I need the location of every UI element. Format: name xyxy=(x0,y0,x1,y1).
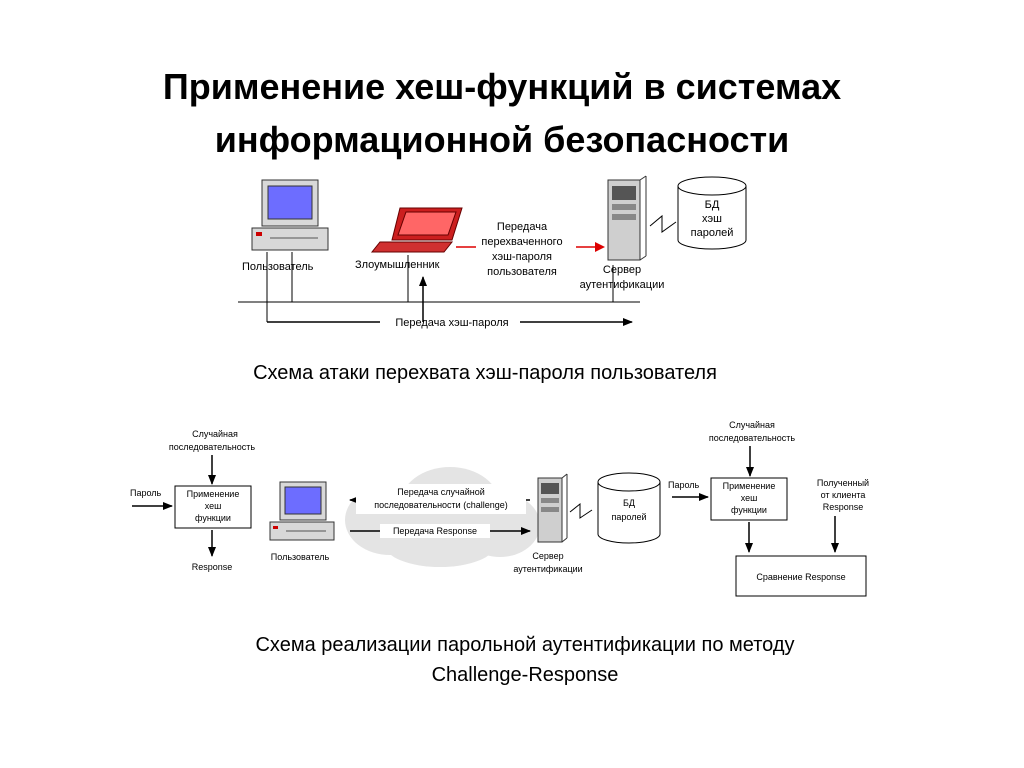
random-seq-left-line1: Случайная xyxy=(192,429,238,439)
slide-title-line1: Применение хеш-функций в системах xyxy=(162,66,842,107)
network-cloud-icon xyxy=(345,467,540,567)
diagram-hash-interception: Передача хэш-пароля Пользователь Злоумыш… xyxy=(238,175,747,329)
user-computer-small-icon xyxy=(269,481,335,541)
compare-response-box xyxy=(735,555,867,597)
db-hash-cylinder-icon xyxy=(677,176,747,250)
random-seq-right-line2: последовательность xyxy=(709,433,795,443)
diagram2-caption-line2: Challenge-Response xyxy=(431,664,619,686)
server-small-label-line1: Сервер xyxy=(532,551,563,561)
user-computer-icon xyxy=(251,179,329,251)
compare-response-label: Сравнение Response xyxy=(756,572,845,582)
received-response-line2: от клиента xyxy=(821,490,866,500)
attacker-laptop-icon xyxy=(370,207,463,253)
intercepted-transfer-line4: пользователя xyxy=(487,266,557,278)
attacker-label: Злоумышленник xyxy=(355,259,440,271)
password-left-label: Пароль xyxy=(130,488,162,498)
db-small-label-line1: БД xyxy=(623,498,635,508)
challenge-transfer-line2: последовательности (challenge) xyxy=(374,500,508,510)
intercepted-transfer-line1: Передача xyxy=(497,221,548,233)
db-small-label-line2: паролей xyxy=(612,512,647,522)
diagram-challenge-response: Случайная последовательность Пароль Прим… xyxy=(130,420,869,597)
db-label-line2: хэш xyxy=(702,213,722,225)
diagram1-caption: Схема атаки перехвата хэш-пароля пользов… xyxy=(253,362,717,384)
hash-function-box-right xyxy=(710,477,788,521)
server-label-line2: аутентификации xyxy=(580,279,665,291)
diagram2-caption: Схема реализации парольной аутентификаци… xyxy=(150,630,900,690)
server-db-link xyxy=(649,214,677,233)
response-transfer-label: Передача Response xyxy=(393,526,477,536)
response-left-label: Response xyxy=(192,562,233,572)
auth-server-icon xyxy=(607,175,647,261)
hash-box-right-line3: функции xyxy=(731,505,767,515)
random-seq-left-line2: последовательность xyxy=(169,442,255,452)
auth-server-small-icon xyxy=(537,473,568,543)
intercepted-transfer-line3: хэш-пароля xyxy=(492,251,552,263)
db-passwords-cylinder-icon xyxy=(597,472,661,544)
server-label-line1: Сервер xyxy=(603,264,641,276)
slide-title-line2: информационной безопасности xyxy=(214,119,790,160)
hash-box-left-line3: функции xyxy=(195,513,231,523)
hash-box-right-line1: Применение xyxy=(723,481,776,491)
server-db-small-link xyxy=(569,502,593,519)
hash-function-box-left xyxy=(174,485,252,529)
user-label: Пользователь xyxy=(242,261,314,273)
hash-box-left-line2: хеш xyxy=(205,501,222,511)
received-response-line1: Полученный xyxy=(817,478,869,488)
user-small-label: Пользователь xyxy=(271,552,330,562)
hash-box-right-line2: хеш xyxy=(741,493,758,503)
bus-transfer-label: Передача хэш-пароля xyxy=(395,317,508,329)
diagram2-caption-line1: Схема реализации парольной аутентификаци… xyxy=(255,634,795,656)
received-response-line3: Response xyxy=(823,502,864,512)
server-small-label-line2: аутентификации xyxy=(513,564,582,574)
hash-box-left-line1: Применение xyxy=(187,489,240,499)
db-label-line3: паролей xyxy=(691,227,734,239)
password-right-label: Пароль xyxy=(668,480,700,490)
challenge-transfer-line1: Передача случайной xyxy=(397,487,485,497)
random-seq-right-line1: Случайная xyxy=(729,420,775,430)
slide-title: Применение хеш-функций в системах информ… xyxy=(0,60,1004,166)
db-label-line1: БД xyxy=(705,199,720,211)
intercepted-transfer-line2: перехваченного xyxy=(481,236,562,248)
